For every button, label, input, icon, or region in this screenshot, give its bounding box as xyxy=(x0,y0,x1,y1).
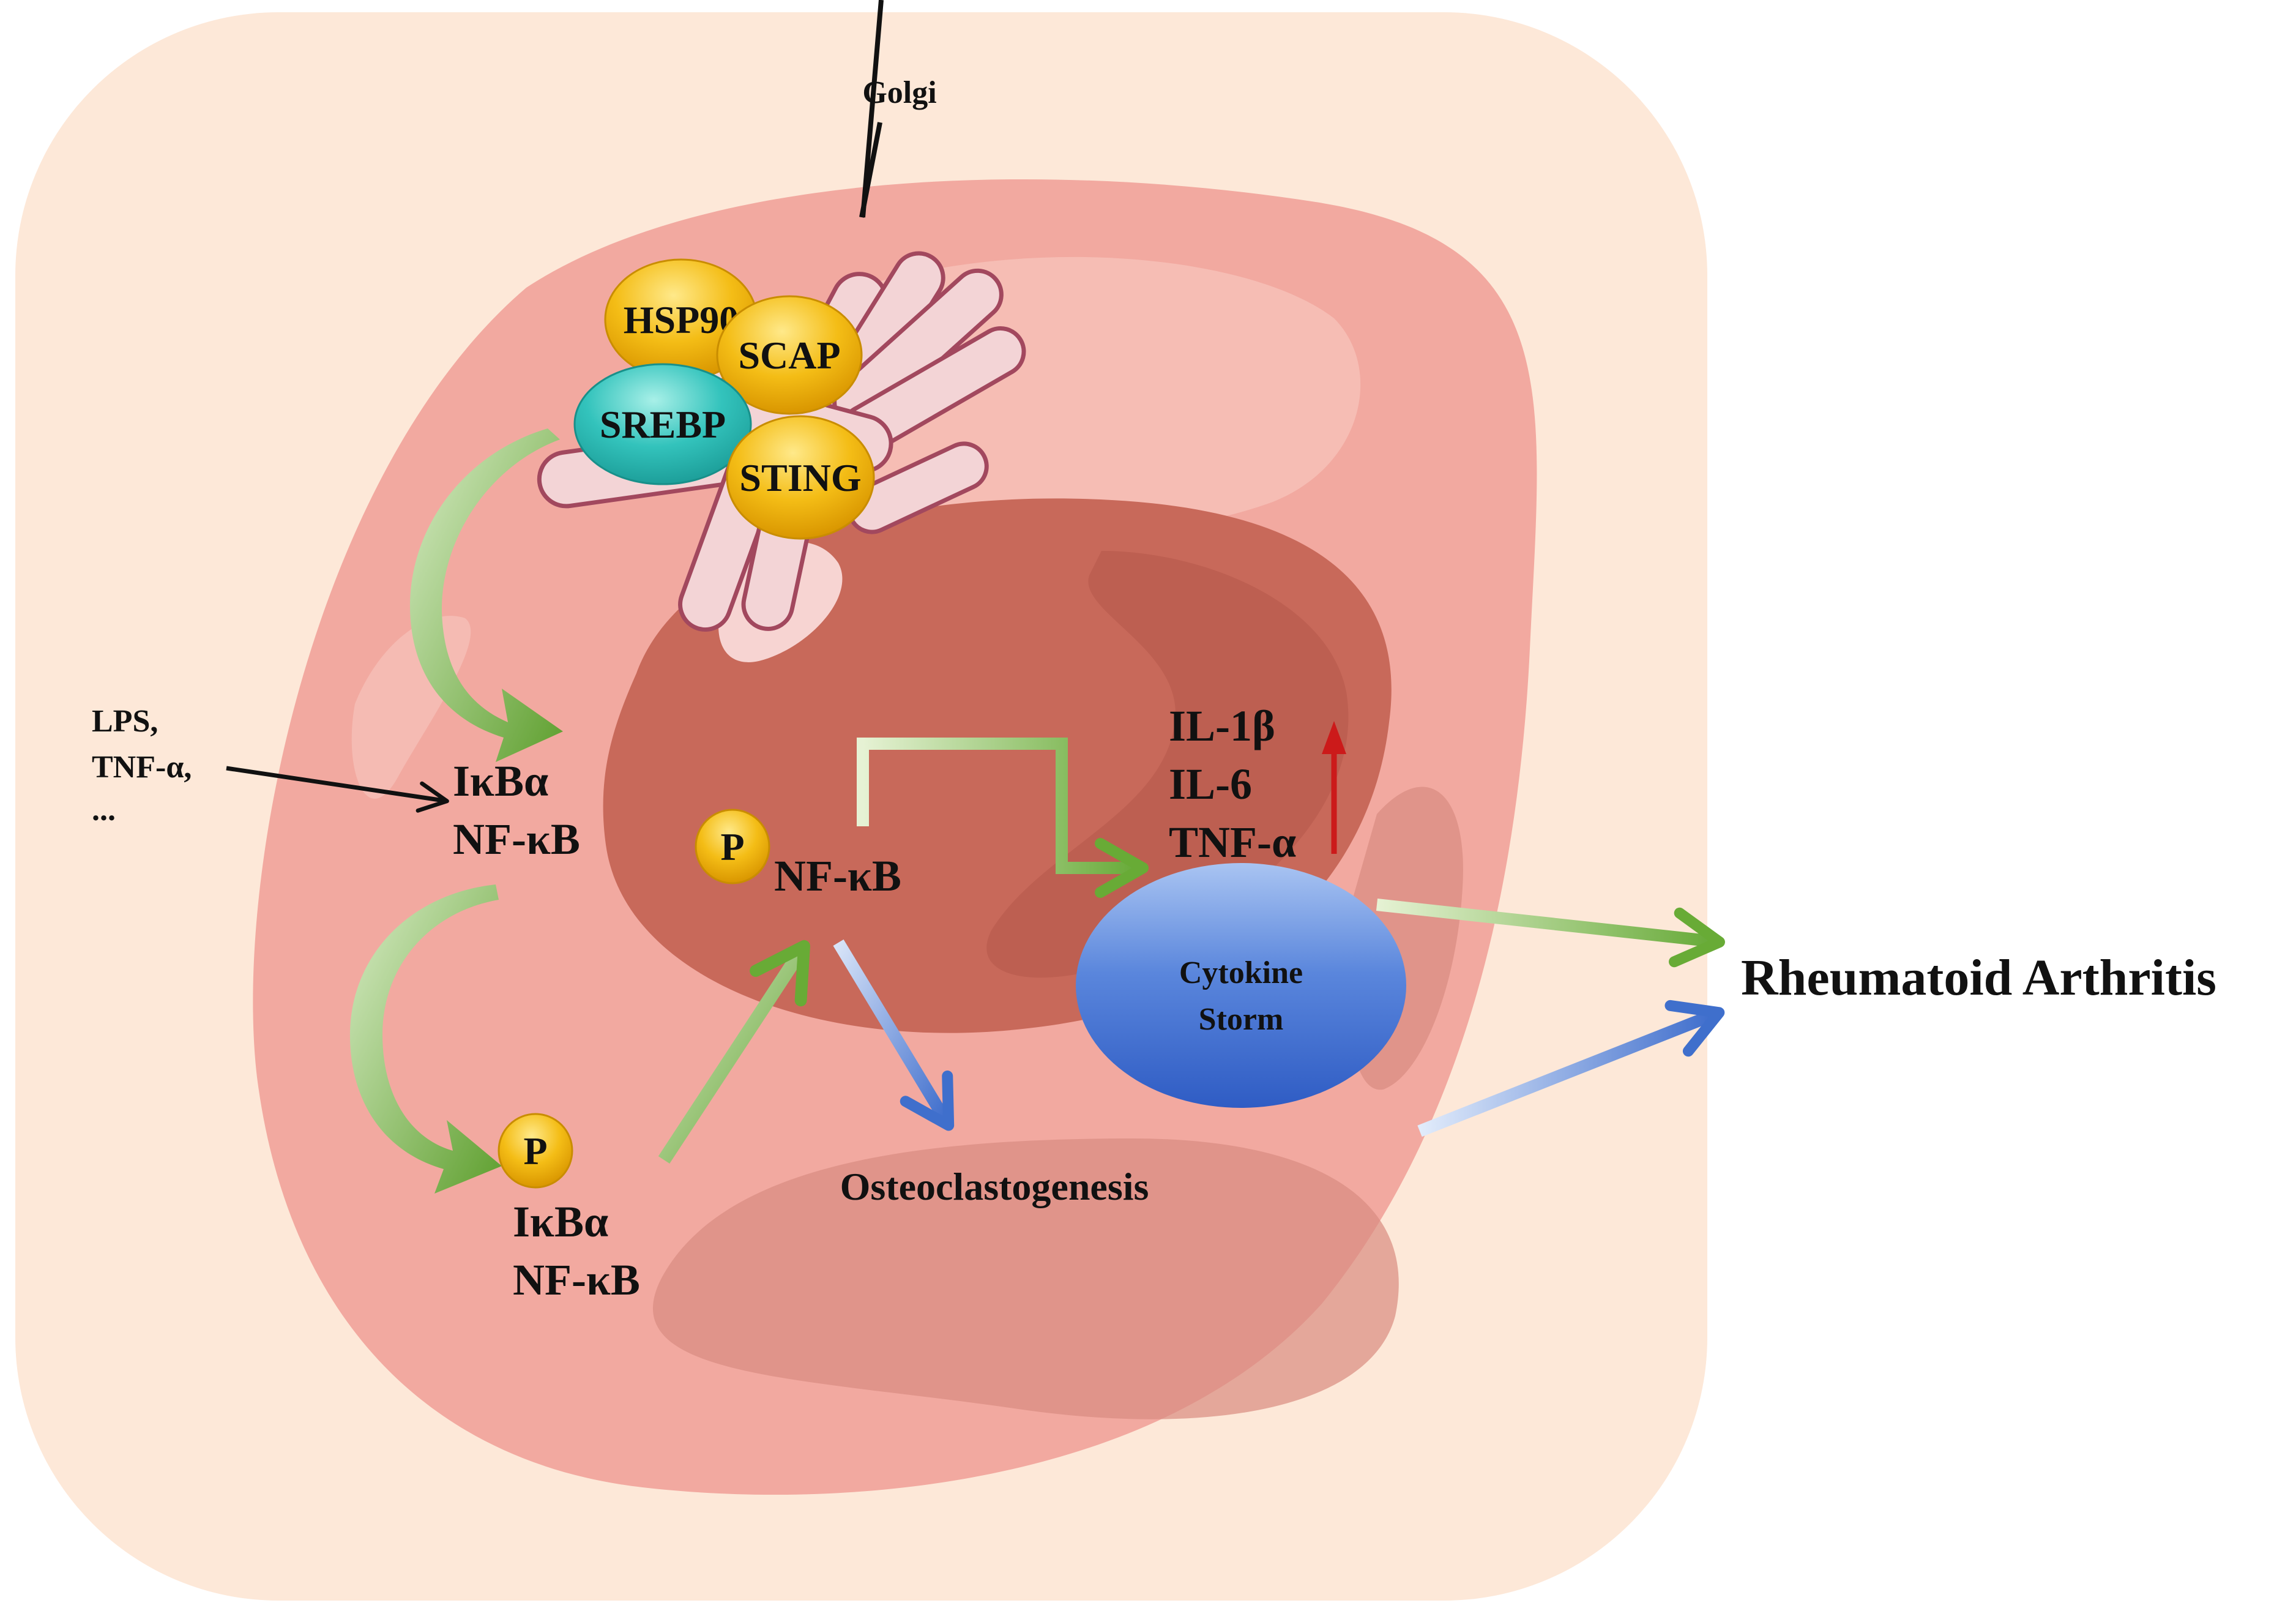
svg-text:STING: STING xyxy=(739,456,861,499)
golgi-pointer xyxy=(860,0,884,218)
ikba-top-label: IκBα xyxy=(453,757,548,806)
nfkb-top-label: NF-κB xyxy=(453,815,580,864)
svg-text:Cytokine: Cytokine xyxy=(1179,955,1303,990)
svg-text:P: P xyxy=(720,825,744,869)
stimulus-arrow xyxy=(226,766,449,813)
osteoclastogenesis-label: Osteoclastogenesis xyxy=(840,1165,1149,1208)
srebp-protein: SREBP xyxy=(573,363,752,485)
stimulus-label-more: ... xyxy=(92,793,116,828)
arrow-release-nfkb xyxy=(658,940,810,1164)
tnfa-label: TNF-α xyxy=(1169,818,1296,867)
ikba-bottom-label: IκBα xyxy=(513,1197,608,1246)
il1b-label: IL-1β xyxy=(1169,701,1275,750)
nfkb-center-label: NF-κB xyxy=(774,851,901,900)
stimulus-label-lps: LPS, xyxy=(92,704,158,739)
svg-text:Storm: Storm xyxy=(1199,1002,1284,1037)
svg-text:SCAP: SCAP xyxy=(738,334,840,377)
scap-protein: SCAP xyxy=(716,295,863,415)
arrow-cytokines-to-ra xyxy=(1376,899,1725,968)
golgi-label: Golgi xyxy=(862,75,936,110)
upregulation-arrow xyxy=(1322,721,1346,854)
rheumatoid-arthritis-label: Rheumatoid Arthritis xyxy=(1741,949,2216,1006)
phospho-badge-center: P xyxy=(695,809,770,884)
arrow-nfkb-to-cytokines xyxy=(857,738,1149,898)
svg-text:P: P xyxy=(523,1129,547,1173)
il6-label: IL-6 xyxy=(1169,760,1252,809)
arrow-nfkb-to-osteoclastogenesis xyxy=(833,939,955,1131)
nfkb-bottom-label: NF-κB xyxy=(513,1255,640,1304)
curved-arrow-srebp-to-nfkb xyxy=(410,428,563,762)
sting-protein: STING xyxy=(726,415,875,540)
curved-arrow-phosphorylation xyxy=(349,884,502,1194)
cytokine-storm: Cytokine Storm xyxy=(1076,863,1406,1108)
golgi-pointer-line xyxy=(859,122,882,218)
svg-text:SREBP: SREBP xyxy=(600,403,726,446)
stimulus-label-tnfa: TNF-α, xyxy=(92,750,192,785)
svg-text:HSP90: HSP90 xyxy=(624,298,739,342)
arrow-osteoclast-to-ra xyxy=(1417,1000,1725,1137)
phospho-badge-bottom: P xyxy=(498,1113,573,1189)
